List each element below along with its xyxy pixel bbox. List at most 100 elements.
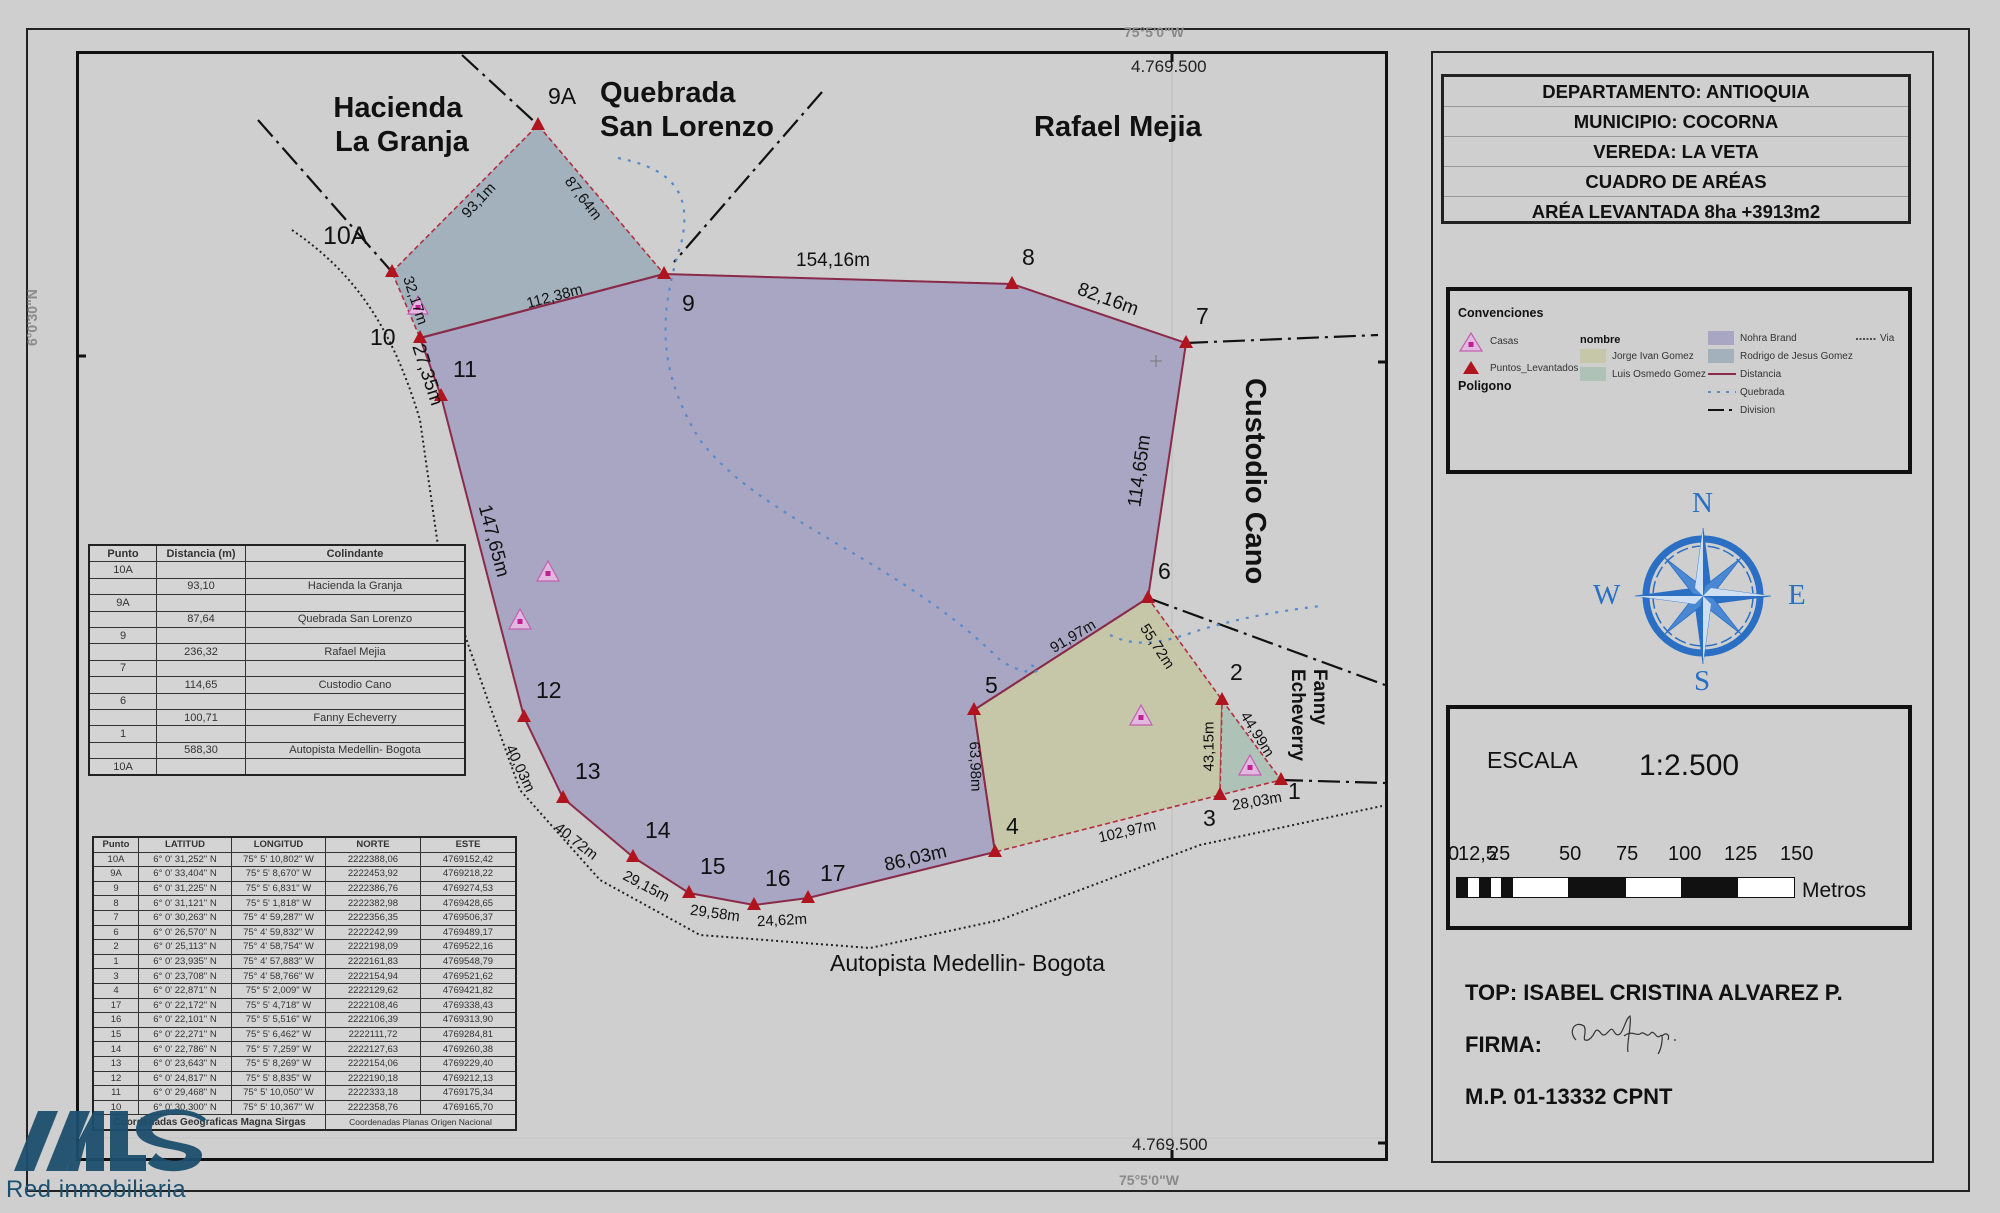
point-label-9A: 9A [548, 83, 577, 109]
compass-e: E [1788, 579, 1806, 611]
easting-bottom-label: 4.769.500 [1132, 1135, 1208, 1154]
table-row: 9A [88, 594, 466, 612]
point-label-2: 2 [1230, 659, 1243, 685]
neighbor-custodio-cano: Custodio Cano [1239, 378, 1271, 585]
legend-rodrigo: Rodrigo de Jesus Gomez [1740, 351, 1853, 362]
scale-bar [1456, 877, 1795, 898]
distancia-line-icon [1708, 373, 1736, 375]
legend-via: Via [1880, 333, 1895, 344]
info-departamento: DEPARTAMENTO: ANTIOQUIA [1444, 77, 1908, 107]
professional-license: M.P. 01-13332 CPNT [1465, 1084, 1673, 1109]
point-label-10: 10 [370, 324, 396, 350]
table-row: 6 [88, 692, 466, 710]
topographer-name: TOP: ISABEL CRISTINA ALVAREZ P. [1465, 980, 1843, 1005]
point-label-8: 8 [1022, 244, 1035, 270]
scale-box: ESCALA 1:2.500 0 12,5 25 50 75 100 125 1… [1446, 705, 1912, 930]
point-label-7: 7 [1196, 303, 1209, 329]
parcel-luis [1219, 697, 1283, 797]
compass-s: S [1694, 665, 1711, 697]
point-label-17: 17 [820, 860, 846, 886]
point-label-16: 16 [765, 865, 791, 891]
table-row: 1 [88, 725, 466, 743]
swatch-luis [1580, 367, 1606, 381]
legend-nohra: Nohra Brand [1740, 333, 1797, 344]
point-label-14: 14 [645, 817, 671, 843]
table-row: 10A [88, 758, 466, 776]
neighbor-autopista: Autopista Medellin- Bogota [830, 950, 1105, 976]
longitude-bottom-label: 75°5'0"W [1119, 1172, 1179, 1188]
info-area: ARÉA LEVANTADA 8ha +3913m2 [1531, 201, 1821, 222]
legend-quebrada: Quebrada [1740, 387, 1785, 398]
division-line-icon [1708, 409, 1736, 411]
compass-n: N [1692, 487, 1713, 519]
info-vereda: VEREDA: LA VETA [1444, 137, 1908, 167]
point-label-11: 11 [453, 356, 477, 382]
point-label-5: 5 [985, 672, 998, 698]
compass-rose-icon [1634, 527, 1772, 665]
mls-watermark: Red inmobiliaria [6, 1105, 216, 1204]
mls-tagline: Red inmobiliaria [6, 1176, 187, 1203]
longitude-top-label: 75°5'0"W [1124, 24, 1184, 40]
quebrada-line-icon [1708, 391, 1736, 393]
legend-luis: Luis Osmedo Gomez [1612, 369, 1706, 380]
legend-jorge: Jorge Ivan Gomez [1612, 351, 1694, 362]
info-cuadro: CUADRO DE ARÉAS [1444, 167, 1908, 197]
swatch-nohra [1708, 331, 1734, 345]
colindantes-table: Punto Distancia (m) Colindante 10A 93,10… [88, 544, 466, 777]
quebrada-stream [617, 156, 1321, 674]
mls-logo-icon [14, 1109, 206, 1172]
distance-16-17: 24,62m [756, 910, 808, 931]
firma-label: FIRMA: [1465, 1032, 1542, 1057]
swatch-jorge [1580, 349, 1606, 363]
sheet-outer-frame [26, 28, 1970, 1192]
distance-5-4: 63,98m [965, 741, 985, 792]
punto-levantado-icon [1463, 361, 1479, 374]
neighbor-fanny-echeverry: Fanny Echeverry [1287, 669, 1330, 761]
table-row: 7 [88, 659, 466, 678]
info-municipio: MUNICIPIO: COCORNA [1444, 107, 1908, 137]
north-arrow-compass: N S E W [1593, 487, 1808, 702]
point-label-12: 12 [536, 677, 562, 703]
point-label-6: 6 [1158, 558, 1171, 584]
neighbor-hacienda-la-granja: Hacienda La Granja [333, 92, 469, 158]
point-label-15: 15 [700, 853, 726, 879]
distance-9-8: 154,16m [796, 250, 870, 271]
easting-top-label: 4.769.500 [1131, 57, 1207, 76]
casas-markers [406, 294, 1263, 776]
area-info-box: DEPARTAMENTO: ANTIOQUIA MUNICIPIO: COCOR… [1441, 74, 1911, 224]
legend-box: Convenciones Casas Puntos_Levantados Pol… [1446, 287, 1912, 474]
legend-title: Convenciones [1458, 306, 1544, 320]
scale-label: ESCALA [1487, 747, 1578, 773]
neighbor-quebrada-san-lorenzo: Quebrada San Lorenzo [600, 77, 775, 143]
scale-unit: Metros [1802, 879, 1867, 902]
point-label-13: 13 [575, 758, 601, 784]
map-frame [76, 51, 1388, 1161]
point-label-1: 1 [1288, 778, 1301, 804]
coordinates-footer-right: Coordenadas Planas Origen Nacional [325, 1114, 517, 1131]
neighbor-rafael-mejia: Rafael Mejia [1034, 111, 1202, 143]
legend-division: Division [1740, 405, 1776, 416]
point-label-9: 9 [682, 290, 695, 316]
legend-puntos: Puntos_Levantados [1490, 363, 1579, 374]
signature-scribble-icon [1571, 1015, 1676, 1055]
point-label-10A: 10A [323, 222, 368, 250]
casas-icon [1458, 331, 1484, 352]
